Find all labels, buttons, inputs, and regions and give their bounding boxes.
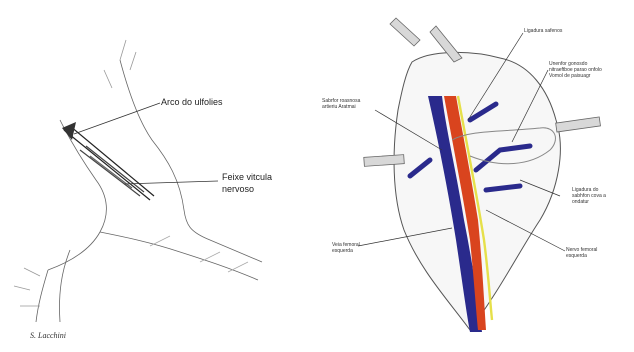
artist-signature: S. Lacchini — [30, 331, 66, 340]
label-right2-line3: ondatur — [572, 200, 589, 206]
label-left-2: artieriu Aratmai — [322, 105, 356, 111]
label-nervo-line2: esquerda — [566, 254, 587, 260]
label-right1-line3: Vomol de paisuagr — [549, 74, 590, 80]
label-veia-line2: esquerda — [332, 249, 353, 255]
label-ligadura-safenos: Ligadura safenos — [524, 29, 562, 35]
